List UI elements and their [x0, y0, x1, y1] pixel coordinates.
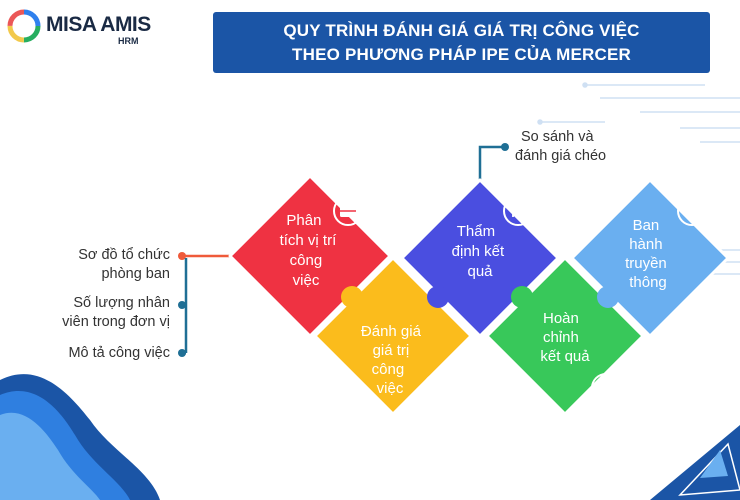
knob-2 — [427, 286, 449, 308]
brand-sub: HRM — [118, 36, 139, 46]
brand-name: MISA AMIS — [46, 13, 151, 36]
label-danh-gia: Đánh giá giá trị công việc — [361, 323, 425, 397]
checklist-icon — [423, 373, 453, 403]
star-icon — [591, 373, 621, 403]
annotation-so-sanh-danh-gia-cheo: So sánh và đánh giá chéo — [515, 129, 607, 164]
title-line-1: QUY TRÌNH ĐÁNH GIÁ GIÁ TRỊ CÔNG VIỆC — [283, 20, 640, 40]
misa-amis-logo-icon — [7, 9, 41, 43]
decorative-triangles — [650, 425, 740, 500]
label-phan-tich: Phân tích vị trí công việc — [280, 212, 341, 289]
left-connectors — [178, 252, 246, 357]
knob-4 — [597, 286, 619, 308]
annotation-so-luong-nhan-vien: Số lượng nhân viên trong đơn vị — [62, 295, 170, 330]
misa-amis-logo: MISA AMIS HRM — [6, 8, 166, 48]
label-tham-dinh: Thẩm định kết quả — [452, 223, 509, 280]
title-banner: QUY TRÌNH ĐÁNH GIÁ GIÁ TRỊ CÔNG VIỆC THE… — [213, 12, 710, 73]
annotation-so-do-to-chuc: Sơ đồ tổ chức phòng ban — [78, 247, 170, 282]
refresh-arrows-icon — [503, 196, 533, 226]
knob-1 — [341, 286, 363, 308]
decorative-wave — [0, 374, 160, 500]
label-ban-hanh: Ban hành truyền thông — [625, 217, 671, 291]
megaphone-icon — [677, 196, 707, 226]
annotation-mo-ta-cong-viec: Mô tả công việc — [68, 345, 170, 361]
label-hoan-chinh: Hoàn chỉnh kết quả — [540, 310, 590, 365]
piece-labels: Phân tích vị trí công việc Đánh giá giá … — [280, 212, 671, 397]
title-line-2: THEO PHƯƠNG PHÁP IPE CỦA MERCER — [292, 44, 631, 64]
puzzle-pieces — [228, 174, 730, 416]
briefcase-icon — [333, 196, 363, 226]
knob-3 — [511, 286, 533, 308]
top-connector — [478, 143, 509, 186]
